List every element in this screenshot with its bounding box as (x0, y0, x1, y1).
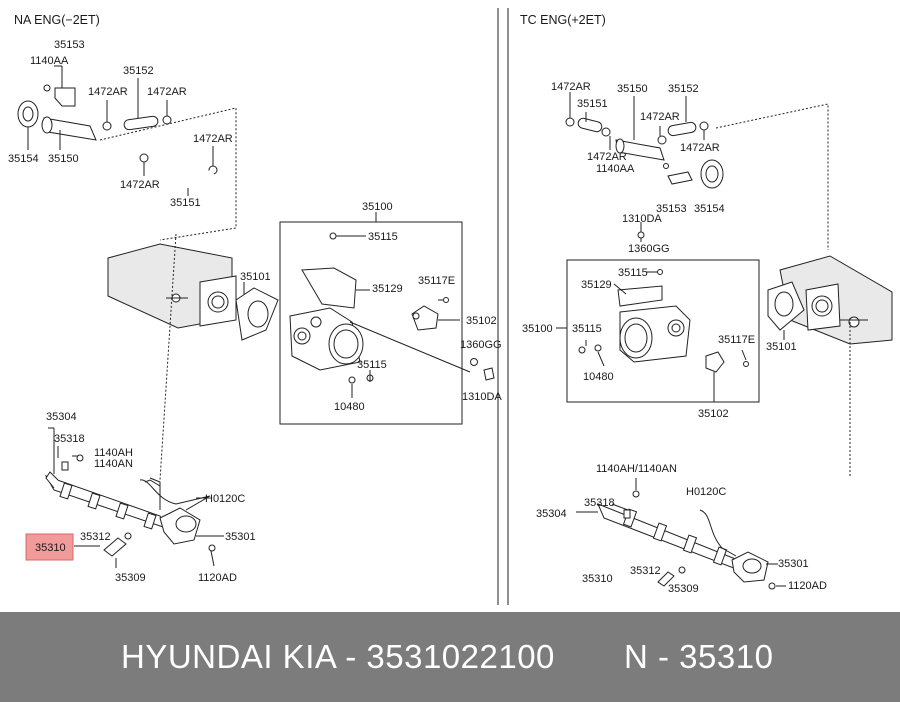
injector-35310 (657, 571, 675, 587)
right-part-label: 35309 (668, 583, 699, 595)
left-part-label: 1310DA (462, 391, 502, 403)
gasket-35101 (767, 281, 805, 340)
gasket-35101 (235, 282, 279, 341)
clamp-1472ar (102, 121, 112, 131)
right-part-label: 1140AH/1140AN (596, 463, 677, 475)
footer-banner: HYUNDAI KIA - 3531022100 N - 35310 (0, 612, 900, 702)
right-part-label: 35152 (668, 83, 699, 95)
left-part-label: 1472AR (147, 86, 187, 98)
bracket-35153 (667, 171, 693, 185)
right-part-label: 35312 (630, 565, 661, 577)
left-part-labels: 35153 1140AA 35152 1472AR 1472AR 1472AR 35154 3… (8, 39, 502, 584)
clamp-1472ar (601, 127, 611, 137)
bolt-1140aa (43, 84, 51, 92)
footer-brand-part-number: HYUNDAI KIA - 3531022100 (121, 638, 555, 675)
right-section-title: TC ENG(+2ET) (520, 13, 606, 27)
left-part-label: 1360GG (460, 339, 502, 351)
sensor-35102 (705, 351, 725, 373)
left-part-label: 35115 (368, 231, 398, 243)
right-part-label: 35153 (656, 203, 687, 215)
right-part-label: 35117E (718, 334, 755, 346)
left-part-label: 10480 (334, 401, 365, 413)
right-part-label: 1472AR (640, 111, 680, 123)
right-part-label: 10480 (583, 371, 614, 383)
right-part-label: 35310 (582, 573, 613, 585)
left-part-label: 35152 (123, 65, 154, 77)
left-section-title: NA ENG(−2ET) (14, 13, 100, 27)
left-part-label: 1472AR (120, 179, 160, 191)
left-part-label: 35115 (357, 359, 387, 371)
left-part-label: 35309 (115, 572, 146, 584)
right-part-label: 35129 (581, 279, 612, 291)
throttle-box (279, 221, 463, 425)
throttle-box-tc (566, 259, 760, 403)
injector-35310 (103, 537, 127, 557)
clamp-1472ar (139, 153, 149, 163)
left-part-label: 1472AR (193, 133, 233, 145)
highlight-label: 35310 (35, 542, 66, 554)
right-part-label: 35304 (536, 508, 567, 520)
right-intake-group (565, 92, 829, 250)
right-part-label: 35151 (577, 98, 608, 110)
left-intake-group (17, 65, 237, 241)
bracket-35129 (617, 285, 663, 307)
throttle-body-tc (578, 269, 749, 402)
left-part-label: 35102 (466, 315, 497, 327)
right-part-label: 35318 (584, 497, 615, 509)
highlight-35310 (25, 533, 74, 561)
left-part-label: 35150 (48, 153, 79, 165)
left-part-label: 1120AD (198, 572, 237, 584)
footer-code: N - 35310 (624, 638, 774, 675)
left-part-label: 35312 (80, 531, 111, 543)
left-part-label: 35151 (170, 197, 201, 209)
parts-diagram: NA ENG(−2ET) TC ENG(+2ET) (8, 8, 893, 605)
right-part-label: 35115 (572, 323, 602, 335)
left-part-label: 35100 (362, 201, 393, 213)
right-part-label: 1472AR (587, 151, 627, 163)
right-plenum (779, 255, 893, 476)
left-part-label: 35129 (372, 283, 403, 295)
clamp-1472ar (565, 117, 575, 127)
left-part-label: 1472AR (88, 86, 128, 98)
right-fuel-rail (576, 478, 786, 590)
left-part-label: 1140AH (94, 447, 133, 459)
clamp-1472ar (162, 115, 172, 125)
hose-35151 (577, 117, 603, 133)
left-part-label: 35304 (46, 411, 77, 423)
left-plenum (107, 243, 237, 329)
right-part-label: 35101 (766, 341, 797, 353)
right-part-label: 35301 (778, 558, 809, 570)
bracket-35153 (54, 87, 76, 107)
left-part-label: 1140AN (94, 458, 133, 470)
left-part-label: 1140AA (30, 55, 69, 67)
right-part-label: 1140AA (596, 163, 635, 175)
clamp-1472ar (699, 121, 709, 131)
bracket-35129 (301, 267, 357, 309)
right-part-label: 35100 (522, 323, 553, 335)
sensor-35102 (411, 305, 439, 331)
right-part-label: 35102 (698, 408, 729, 420)
clamp-1472ar (657, 135, 667, 145)
right-part-label: 1472AR (680, 142, 720, 154)
hose-35152 (667, 121, 697, 137)
right-part-label: 35150 (617, 83, 648, 95)
left-part-label: 35154 (8, 153, 39, 165)
left-part-label: H0120C (205, 493, 245, 505)
throttle-body (289, 232, 495, 398)
right-part-label: 1360GG (628, 243, 670, 255)
left-part-label: 35153 (54, 39, 85, 51)
hose-35152 (123, 115, 159, 131)
left-fuel-rail (44, 233, 224, 568)
left-part-label: 35318 (54, 433, 85, 445)
right-part-label: 1120AD (788, 580, 827, 592)
left-part-label: 35117E (418, 275, 455, 287)
right-part-label: 1472AR (551, 81, 591, 93)
left-part-label: 35301 (225, 531, 256, 543)
right-part-label: H0120C (686, 486, 726, 498)
right-part-label: 35115 (618, 267, 648, 279)
right-part-label: 1310DA (622, 213, 662, 225)
left-part-label: 35101 (240, 271, 271, 283)
right-part-label: 35154 (694, 203, 725, 215)
